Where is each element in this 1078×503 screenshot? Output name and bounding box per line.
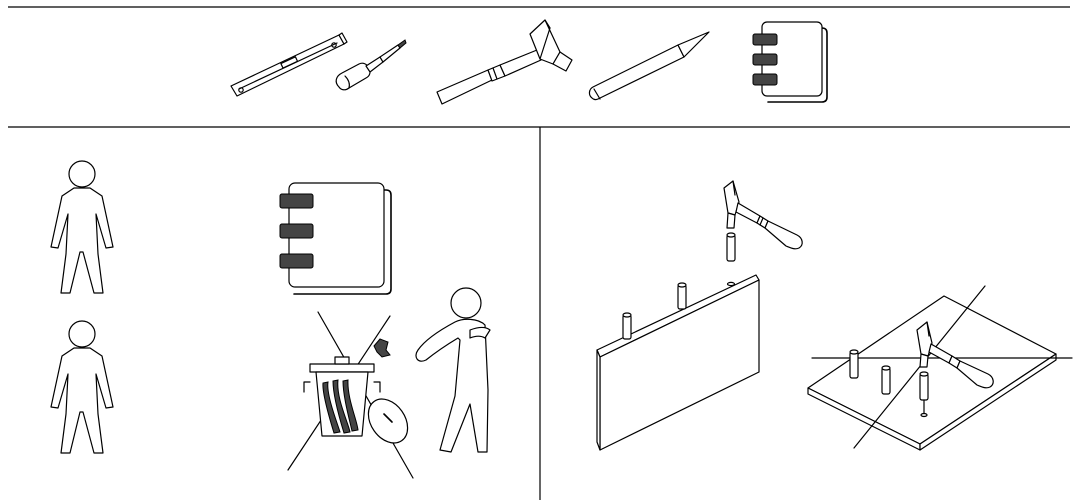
person-outline-icon bbox=[50, 320, 114, 454]
dowel-icon bbox=[677, 282, 687, 310]
tools-section bbox=[230, 19, 828, 105]
hammer-icon bbox=[436, 19, 573, 105]
dowel-icon bbox=[881, 365, 891, 395]
hammer-icon bbox=[723, 180, 803, 250]
person-carrying-icon bbox=[415, 287, 491, 453]
dowel-icon bbox=[622, 312, 632, 340]
assembly-section bbox=[596, 180, 1073, 451]
preparation-section bbox=[50, 160, 491, 479]
dowel-icon bbox=[726, 232, 736, 262]
person-outline-icon bbox=[50, 160, 114, 294]
spirit-level-icon bbox=[230, 32, 348, 97]
insert-dowels-board-icon bbox=[807, 285, 1073, 451]
manual-icon bbox=[752, 21, 828, 103]
pencil-icon bbox=[588, 31, 710, 101]
trash-bin-icon bbox=[303, 356, 381, 437]
dowel-icon bbox=[849, 349, 859, 379]
insert-dowels-panel-icon bbox=[596, 180, 803, 451]
two-persons-icon bbox=[50, 160, 114, 454]
dowel-icon bbox=[919, 371, 929, 401]
screwdriver-icon bbox=[335, 39, 407, 91]
screw-bag-icon bbox=[373, 338, 391, 358]
do-not-dispose-icon bbox=[287, 311, 414, 479]
keep-manual-icon bbox=[279, 182, 392, 295]
hammer-icon bbox=[916, 321, 994, 389]
packaging-item-icon bbox=[367, 398, 409, 444]
